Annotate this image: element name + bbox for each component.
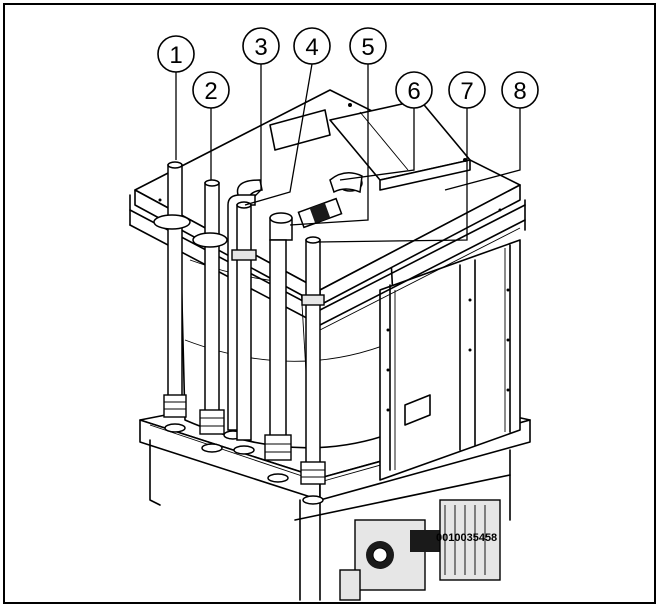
callout-2-label: 2 xyxy=(204,78,217,105)
rivets xyxy=(386,288,510,412)
pipe-6 xyxy=(300,236,326,505)
figure-frame xyxy=(3,3,656,604)
callout-2: 2 xyxy=(192,71,230,109)
pipe-5 xyxy=(264,239,292,483)
casing-frame xyxy=(379,239,521,481)
drawing-code: 0010035458 xyxy=(436,532,497,544)
callout-1-label: 1 xyxy=(169,42,182,69)
callout-6: 6 xyxy=(395,71,433,109)
callout-4: 4 xyxy=(293,27,331,65)
callout-7-label: 7 xyxy=(460,78,473,105)
pump-assembly xyxy=(339,499,501,601)
pipe-2 xyxy=(192,179,228,453)
pipe-1 xyxy=(153,161,191,433)
callout-6-label: 6 xyxy=(407,78,420,105)
callout-8: 8 xyxy=(501,71,539,109)
callout-leaders xyxy=(175,63,521,243)
callout-1: 1 xyxy=(157,35,195,73)
pipe-4 xyxy=(231,201,257,455)
callout-3-label: 3 xyxy=(254,34,267,61)
callout-5-label: 5 xyxy=(361,34,374,61)
callout-5: 5 xyxy=(349,27,387,65)
callout-7: 7 xyxy=(448,71,486,109)
callout-4-label: 4 xyxy=(305,34,318,61)
callout-8-label: 8 xyxy=(513,78,526,105)
callout-3: 3 xyxy=(242,27,280,65)
